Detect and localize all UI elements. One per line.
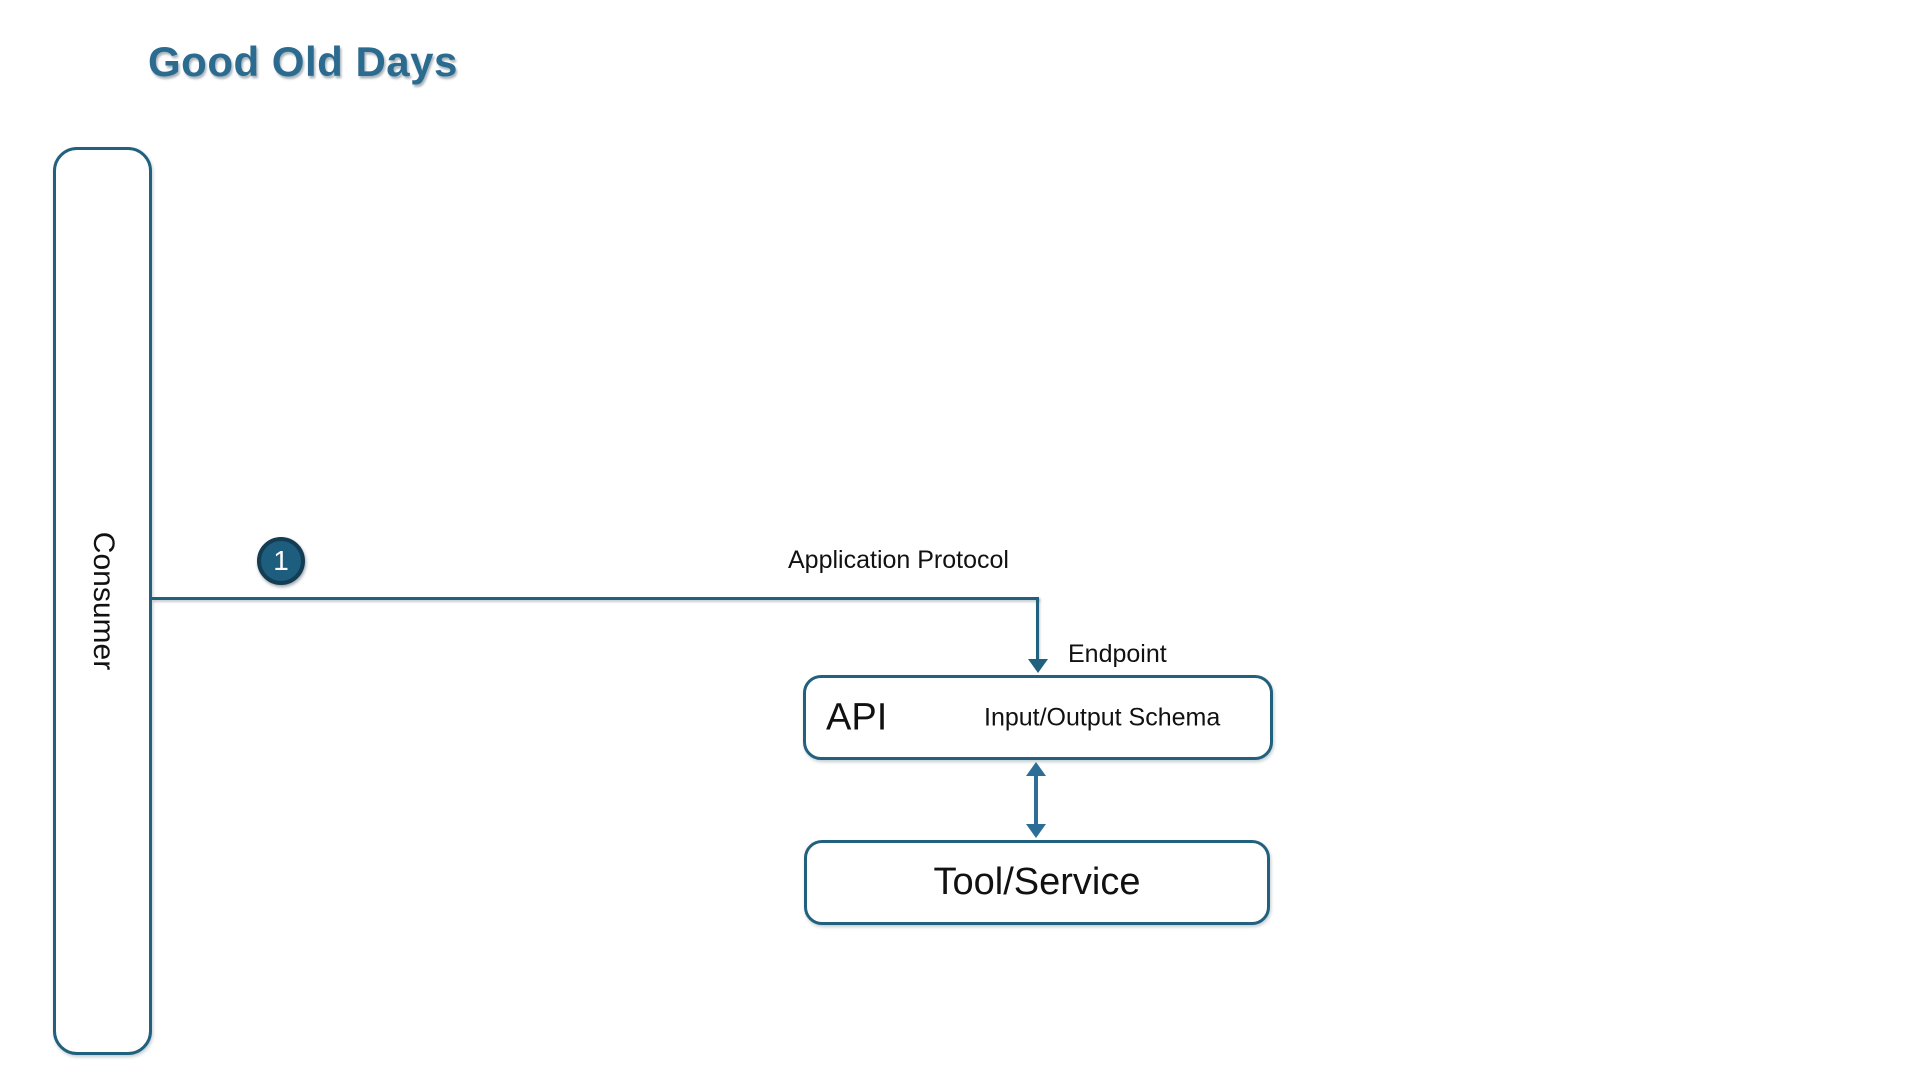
consumer-label: Consumer [86, 531, 120, 671]
input-output-schema-label: Input/Output Schema [984, 703, 1221, 731]
tool-service-shape: Tool/Service [804, 840, 1270, 925]
connector-arrowhead-down-icon [1028, 659, 1048, 673]
api-tool-arrowhead-down-icon [1026, 824, 1046, 838]
api-tool-connector-line [1034, 772, 1038, 828]
api-shape: API Input/Output Schema [803, 675, 1273, 760]
connector-elbow-line [1036, 597, 1039, 660]
consumer-shape: Consumer [53, 147, 152, 1055]
step-1-number: 1 [273, 545, 289, 576]
consumer-api-connector-line [152, 597, 1039, 600]
api-label: API [826, 696, 888, 738]
slide-title: Good Old Days [148, 38, 458, 85]
application-protocol-label: Application Protocol [788, 546, 1009, 574]
tool-service-label: Tool/Service [933, 861, 1141, 903]
step-1-badge: 1 [257, 537, 305, 585]
endpoint-label: Endpoint [1068, 640, 1167, 668]
api-tool-arrowhead-up-icon [1026, 762, 1046, 776]
